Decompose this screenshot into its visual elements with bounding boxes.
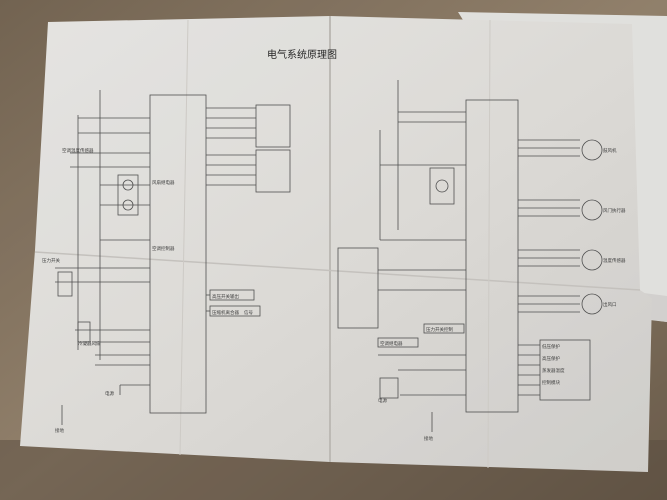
middle-note: 高压开关输出 bbox=[212, 293, 239, 300]
right-lower-label: 蒸发器温度 bbox=[542, 367, 565, 374]
right-lower-label: 压力开关控制 bbox=[426, 326, 453, 333]
right-motor-symbol bbox=[581, 139, 603, 161]
right-sensor-box bbox=[337, 247, 379, 329]
left-labels: 空调温度传感器 压力开关 风扇继电器 冷凝器风扇 空调控制器 高压开关输出 压缩… bbox=[42, 147, 253, 434]
bottom-right-label: 接地 bbox=[424, 435, 433, 442]
paper-fold-right bbox=[487, 19, 491, 469]
left-sensor-symbol bbox=[122, 199, 134, 211]
right-motor-symbol bbox=[581, 293, 603, 315]
bottom-left-label: 接地 bbox=[55, 427, 64, 434]
left-switch-symbol-2 bbox=[77, 321, 91, 343]
right-motor-symbol bbox=[581, 199, 603, 221]
left-label: 风扇继电器 bbox=[152, 179, 175, 186]
middle-note: 压缩机离合器 bbox=[212, 309, 239, 316]
right-relay-symbol-2 bbox=[379, 377, 399, 399]
right-lower-label: 低压保护 bbox=[542, 343, 560, 350]
right-relay-symbol bbox=[429, 167, 455, 205]
middle-note: 信号 bbox=[244, 309, 253, 316]
right-control-module-box bbox=[465, 99, 519, 413]
right-label: 出风口 bbox=[603, 301, 617, 308]
paper-fold-horizontal bbox=[34, 251, 641, 291]
left-control-module-box bbox=[149, 94, 207, 414]
document-title: 电气系统原理图 bbox=[267, 48, 337, 61]
left-label: 空调温度传感器 bbox=[62, 147, 94, 154]
right-fan-symbol bbox=[435, 179, 449, 193]
left-label: 空调控制器 bbox=[152, 245, 175, 252]
left-sensor-symbol bbox=[122, 179, 134, 191]
left-output-connector-2 bbox=[255, 149, 291, 193]
right-schematic bbox=[337, 80, 603, 432]
right-lower-label: 高压保护 bbox=[542, 355, 560, 362]
right-lower-label: 控制模块 bbox=[542, 379, 560, 386]
left-label: 冷凝器风扇 bbox=[78, 340, 101, 347]
left-relay-symbol bbox=[117, 174, 139, 216]
right-lower-output-box bbox=[539, 339, 591, 401]
right-note-box-2 bbox=[377, 337, 419, 348]
right-label: 鼓风机 bbox=[603, 147, 617, 154]
right-motor-symbol bbox=[581, 249, 603, 271]
right-motor-group bbox=[518, 139, 603, 315]
right-note-box bbox=[423, 323, 465, 334]
right-label: 温度传感器 bbox=[603, 257, 626, 264]
bottom-left-label: 电源 bbox=[105, 390, 114, 397]
paper-fold-left bbox=[179, 19, 189, 456]
left-schematic bbox=[55, 90, 291, 425]
right-label: 风门执行器 bbox=[603, 207, 626, 214]
left-label: 压力开关 bbox=[42, 257, 60, 264]
right-lower-label: 空调继电器 bbox=[380, 340, 403, 347]
left-switch-symbol bbox=[57, 271, 73, 297]
left-output-connector bbox=[255, 104, 291, 148]
bottom-right-label: 电源 bbox=[378, 397, 387, 404]
schematic-paper bbox=[20, 16, 652, 472]
right-labels: 鼓风机 风门执行器 温度传感器 出风口 压力开关控制 空调继电器 低压保护 高压… bbox=[378, 147, 626, 442]
